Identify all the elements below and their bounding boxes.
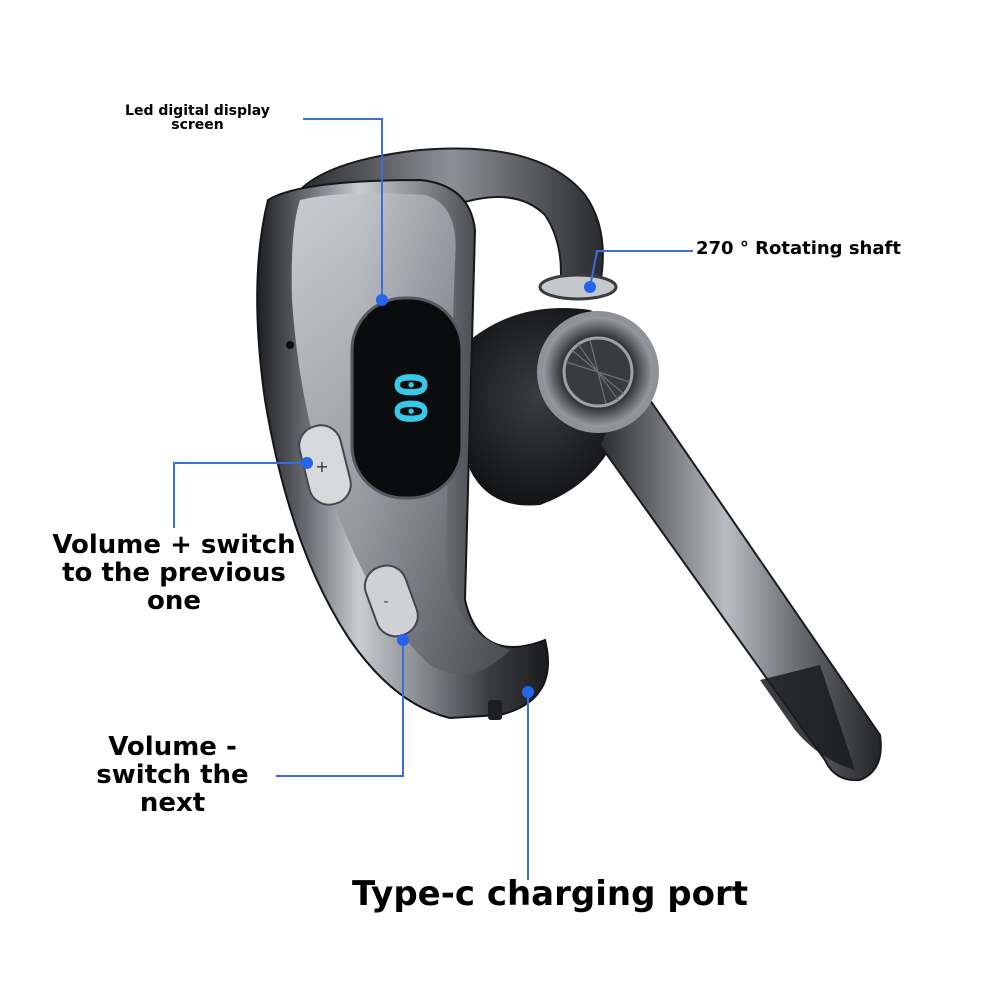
label-led-display: Led digital display screen — [125, 103, 270, 133]
callout-line-shaft — [589, 250, 693, 288]
mic-hole — [286, 341, 294, 349]
boom-shadow — [760, 665, 855, 770]
cap-texture — [565, 339, 631, 405]
label-volume-up: Volume + switch to the previous one — [52, 530, 296, 616]
callout-dot-shaft — [584, 281, 596, 293]
callout-line-volume-down — [276, 640, 404, 777]
led-display-digits: 00 — [384, 372, 435, 425]
label-rotating-shaft: 270 ° Rotating shaft — [696, 238, 901, 259]
callout-line-volume-up — [173, 462, 307, 528]
label-charging-port: Type-c charging port — [352, 874, 748, 914]
volume-down-symbol: - — [383, 594, 388, 610]
callout-dot-volume-down — [397, 634, 409, 646]
type-c-port — [488, 700, 502, 720]
callout-lines — [173, 118, 693, 880]
volume-up-button[interactable] — [295, 421, 355, 509]
label-volume-down: Volume - switch the next — [96, 732, 249, 818]
callout-line-led — [303, 118, 383, 300]
callout-dots — [301, 281, 596, 698]
callout-dot-volume-up — [301, 457, 313, 469]
callout-dot-port — [522, 686, 534, 698]
volume-up-symbol: + — [315, 457, 328, 476]
callout-dot-led — [376, 294, 388, 306]
rotating-shaft-ring — [538, 273, 618, 301]
led-display-digits-group: 00 — [384, 372, 435, 425]
led-display-window — [350, 296, 464, 500]
